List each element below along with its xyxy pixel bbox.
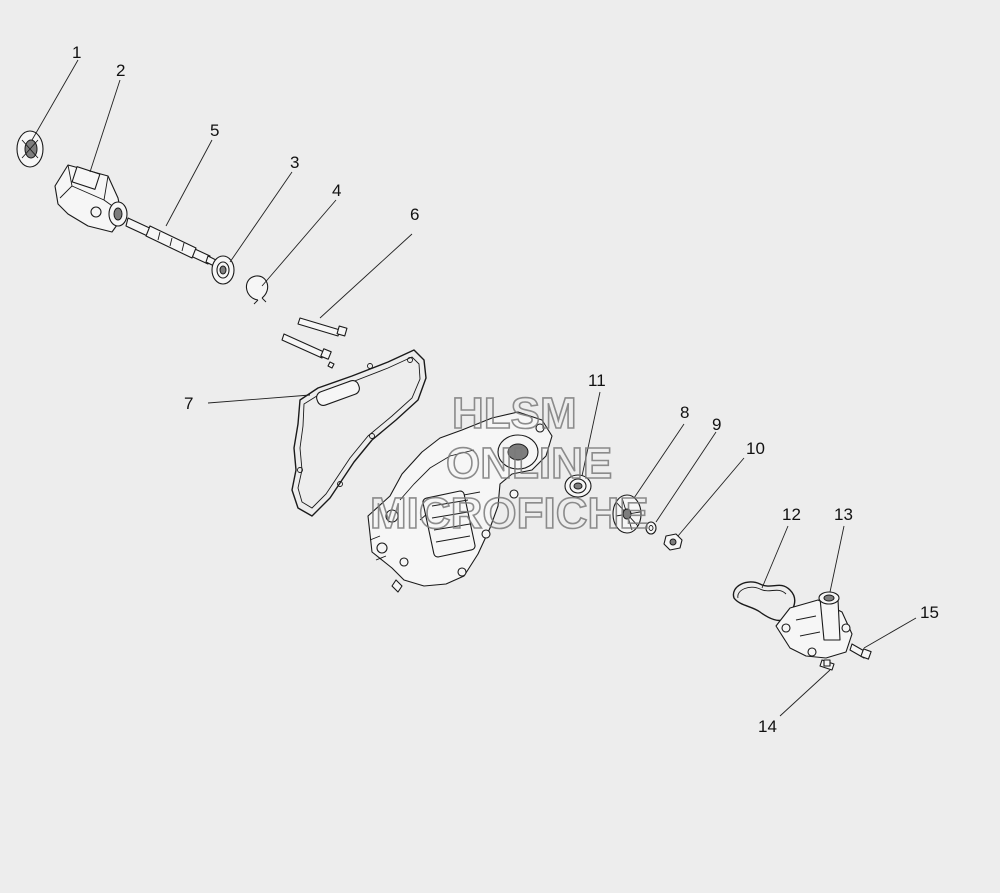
part-2-pump-housing[interactable] [54, 164, 128, 233]
callout-6: 6 [410, 205, 419, 224]
callout-15: 15 [920, 603, 939, 622]
watermark: HLSM ONLINE MICROFICHE [369, 388, 649, 539]
callout-14: 14 [758, 717, 777, 736]
part-11-seal[interactable] [564, 474, 592, 498]
callout-9: 9 [712, 415, 721, 434]
part-4-snap-ring[interactable] [245, 275, 269, 305]
callout-7: 7 [184, 394, 193, 413]
part-8-impeller[interactable] [612, 494, 642, 534]
part-14-bolt[interactable] [819, 659, 835, 671]
part-3-bearing[interactable] [211, 255, 235, 285]
part-12-o-ring[interactable] [732, 581, 796, 622]
callout-1: 1 [72, 43, 81, 62]
leader-lines [31, 59, 917, 717]
watermark-line3: MICROFICHE [370, 489, 649, 538]
watermark-line2: ONLINE [446, 439, 612, 488]
part-5-shaft[interactable] [125, 217, 219, 268]
part-10-nut[interactable] [663, 533, 683, 551]
callout-13: 13 [834, 505, 853, 524]
callout-12: 12 [782, 505, 801, 524]
callout-11: 11 [588, 371, 606, 390]
callout-8: 8 [680, 403, 689, 422]
callout-4: 4 [332, 181, 341, 200]
part-7-gasket[interactable] [291, 349, 427, 517]
callout-2: 2 [116, 61, 125, 80]
watermark-line1: HLSM [452, 389, 577, 438]
part-13-pump-cover[interactable] [775, 591, 853, 659]
callout-5: 5 [210, 121, 219, 140]
part-6-bolts[interactable] [281, 317, 348, 369]
part-1-nut[interactable] [16, 130, 44, 168]
callout-10: 10 [746, 439, 765, 458]
callout-3: 3 [290, 153, 299, 172]
part-15-bolt[interactable] [849, 643, 872, 660]
callout-labels: 1 2 5 3 4 6 7 11 8 9 10 12 13 15 14 [72, 43, 939, 736]
part-9-washer[interactable] [645, 521, 657, 535]
engine-side-cover[interactable] [367, 411, 553, 593]
